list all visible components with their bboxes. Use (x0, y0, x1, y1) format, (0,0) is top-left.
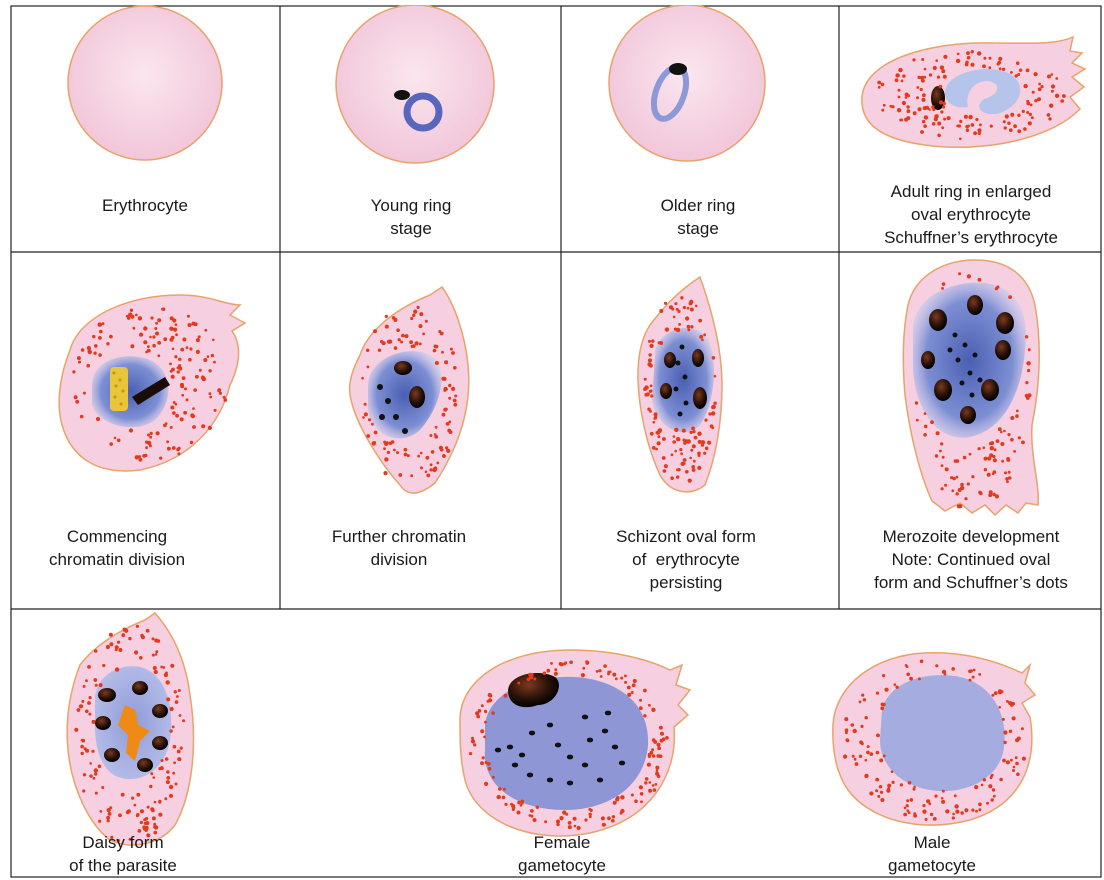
caption-line: Older ring (661, 196, 736, 215)
caption-line: persisting (650, 573, 723, 592)
caption-line: stage (677, 219, 719, 238)
caption-line: of erythrocyte (632, 550, 740, 569)
caption-line: of the parasite (69, 856, 177, 875)
caption-older-ring: Older ring stage (661, 196, 736, 238)
caption-line: gametocyte (518, 856, 606, 875)
caption-line: Further chromatin (332, 527, 466, 546)
male-gametocyte-illustration (833, 653, 1035, 825)
female-gametocyte-illustration (460, 650, 690, 836)
caption-line: Erythrocyte (102, 196, 188, 215)
caption-line: Adult ring in enlarged (891, 182, 1052, 201)
caption-merozoite-development: Merozoite development Note: Continued ov… (874, 527, 1068, 592)
erythrocyte-illustration (68, 6, 222, 160)
caption-line: Daisy form (82, 833, 163, 852)
caption-male-gametocyte: Male gametocyte (888, 833, 976, 875)
caption-commencing-chromatin-division: Commencing chromatin division (49, 527, 185, 569)
commencing-chromatin-division-illustration (59, 295, 245, 471)
young-ring-illustration (336, 5, 494, 163)
merozoite-development-illustration (903, 260, 1039, 515)
caption-young-ring: Young ring stage (371, 196, 452, 238)
caption-line: oval erythrocyte (911, 205, 1031, 224)
caption-line: Commencing (67, 527, 167, 546)
schizont-illustration (638, 277, 722, 492)
caption-line: Note: Continued oval (892, 550, 1051, 569)
adult-ring-illustration (862, 37, 1085, 147)
caption-further-chromatin-division: Further chromatin division (332, 527, 466, 569)
daisy-form-illustration (67, 613, 193, 845)
caption-line: Female (534, 833, 591, 852)
plasmodium-vivax-stages-diagram: Erythrocyte Young ring stage Older ring … (10, 5, 1102, 878)
caption-daisy-form: Daisy form of the parasite (69, 833, 177, 875)
caption-line: form and Schuffner’s dots (874, 573, 1068, 592)
caption-line: Young ring (371, 196, 452, 215)
caption-line: division (371, 550, 428, 569)
caption-line: gametocyte (888, 856, 976, 875)
caption-line: Schuffner’s erythrocyte (884, 228, 1058, 247)
caption-erythrocyte: Erythrocyte (102, 196, 188, 215)
caption-female-gametocyte: Female gametocyte (518, 833, 606, 875)
caption-line: Merozoite development (883, 527, 1060, 546)
caption-line: Male (914, 833, 951, 852)
caption-line: chromatin division (49, 550, 185, 569)
caption-line: stage (390, 219, 432, 238)
caption-line: Schizont oval form (616, 527, 756, 546)
further-chromatin-division-illustration (350, 287, 469, 493)
caption-schizont: Schizont oval form of erythrocyte persis… (616, 527, 756, 592)
caption-adult-ring: Adult ring in enlarged oval erythrocyte … (884, 182, 1058, 247)
older-ring-illustration (609, 5, 765, 161)
